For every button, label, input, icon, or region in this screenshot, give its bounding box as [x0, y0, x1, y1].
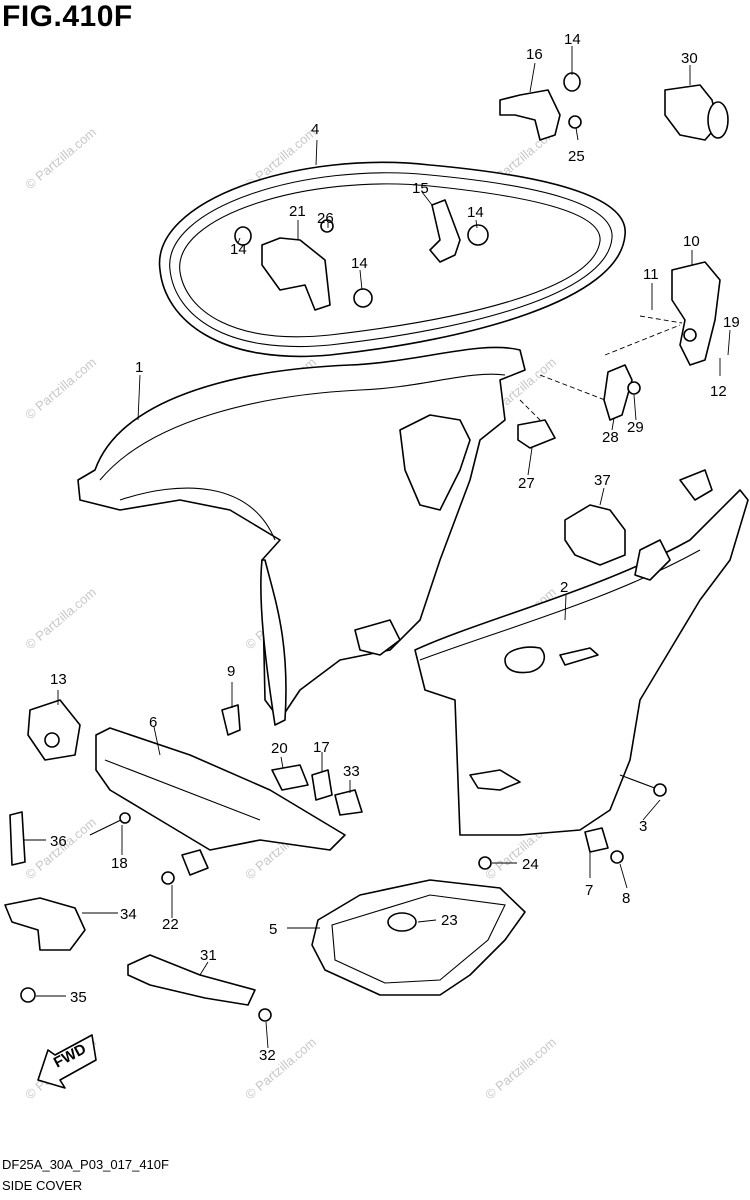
callout-19: 19: [723, 314, 740, 331]
watermark-text: © Partzilla.com: [242, 1034, 319, 1102]
parts-lower-left: [4, 897, 272, 1022]
part-2-side-cover: [414, 469, 749, 836]
callout-9: 9: [227, 663, 235, 680]
callout-23: 23: [441, 912, 458, 929]
callout-24: 24: [522, 856, 539, 873]
watermark-text: © Partzilla.com: [482, 1034, 559, 1102]
callout-11: 11: [643, 266, 659, 283]
callout-18: 18: [111, 855, 128, 872]
watermark-text: © Partzilla.com: [22, 124, 99, 192]
watermark-text: © Partzilla.com: [22, 354, 99, 422]
callout-30: 30: [681, 50, 698, 67]
callout-14: 14: [467, 204, 484, 221]
part-37: [564, 504, 626, 566]
callout-27: 27: [518, 475, 535, 492]
diagram-code: DF25A_30A_P03_017_410F: [2, 1157, 169, 1172]
assembly-lines: [519, 315, 683, 421]
callout-3: 3: [639, 818, 647, 835]
callout-5: 5: [269, 921, 277, 938]
callout-7: 7: [585, 882, 593, 899]
callout-14: 14: [230, 241, 247, 258]
part-1-side-cover: [77, 346, 526, 726]
part-27: [517, 419, 556, 449]
callout-31: 31: [200, 947, 217, 964]
callout-14: 14: [351, 255, 368, 272]
watermark-text: © Partzilla.com: [22, 584, 99, 652]
callout-14: 14: [564, 31, 581, 48]
callout-32: 32: [259, 1047, 276, 1064]
part-30: [664, 84, 729, 141]
callout-37: 37: [594, 472, 611, 489]
callout-22: 22: [162, 916, 179, 933]
callout-10: 10: [683, 233, 700, 250]
callout-36: 36: [50, 833, 67, 850]
callout-8: 8: [622, 890, 630, 907]
small-parts-left: [9, 704, 363, 866]
part-10-bracket: [671, 261, 721, 366]
leader-lines: [24, 46, 731, 1049]
part-15-bracket: [429, 199, 461, 263]
callout-20: 20: [271, 740, 288, 757]
part-6-bracket: [95, 727, 346, 851]
callout-4: 4: [311, 121, 319, 138]
callout-28: 28: [602, 429, 619, 446]
part-13: [27, 699, 81, 761]
part-23: [387, 912, 417, 932]
callout-35: 35: [70, 989, 87, 1006]
fasteners: [89, 774, 667, 885]
diagram-name: SIDE COVER: [2, 1178, 83, 1193]
callout-16: 16: [526, 46, 543, 63]
figure-title: FIG.410F: [2, 0, 133, 33]
callout-1: 1: [135, 359, 143, 376]
part-4-seal: [158, 161, 626, 358]
callout-25: 25: [568, 148, 585, 165]
callout-34: 34: [120, 906, 137, 923]
callout-6: 6: [149, 714, 157, 731]
part-16-bracket: [499, 89, 561, 141]
callout-labels: 4 1 2 3 5 6 7 8 9 10 11 12 13 14 14 14 1…: [50, 31, 740, 1064]
callout-21: 21: [289, 203, 306, 220]
part-28: [603, 364, 633, 421]
part-21-bracket: [261, 237, 331, 311]
part-5-tray: [311, 879, 526, 996]
callout-12: 12: [710, 383, 727, 400]
bolts-small: [320, 115, 641, 395]
fwd-arrow: FWD: [37, 1034, 97, 1089]
callout-33: 33: [343, 763, 360, 780]
callout-13: 13: [50, 671, 67, 688]
callout-15: 15: [412, 180, 429, 197]
callout-17: 17: [313, 739, 330, 756]
callout-2: 2: [560, 579, 568, 596]
callout-26: 26: [317, 210, 334, 227]
callout-29: 29: [627, 419, 644, 436]
